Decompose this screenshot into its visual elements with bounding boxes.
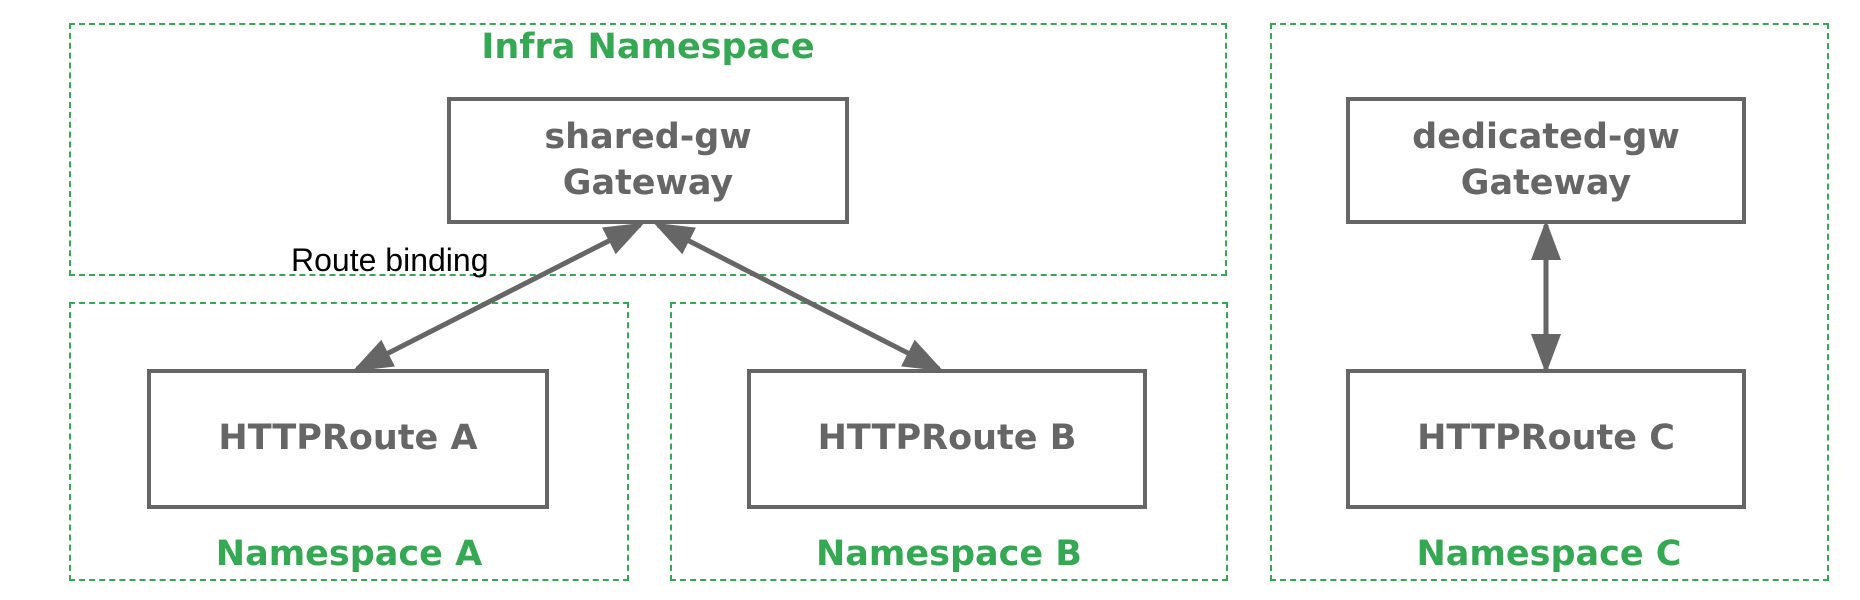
namespace-b-label: Namespace B [816,534,1082,574]
route-binding-label: Route binding [291,242,489,278]
httproute-b-name: HTTPRoute B [817,418,1077,459]
shared-gw-gateway-node: shared-gw Gateway [447,97,849,224]
namespace-c-box [1270,23,1829,581]
dedicated-gw-kind: Gateway [1460,162,1632,203]
httproute-c-name: HTTPRoute C [1417,418,1675,459]
namespace-a-label: Namespace A [215,534,483,574]
infra-namespace-label: Infra Namespace [481,27,815,67]
namespace-b-box [670,302,1228,581]
dedicated-gw-name: dedicated-gw [1412,117,1680,157]
namespace-a-box [69,302,629,581]
shared-gw-name: shared-gw [544,117,752,157]
httproute-a-node: HTTPRoute A [147,369,549,509]
httproute-b-node: HTTPRoute B [747,369,1147,509]
infra-namespace-box [69,23,1227,276]
dedicated-gw-gateway-node: dedicated-gw Gateway [1346,97,1746,224]
httproute-c-node: HTTPRoute C [1346,369,1746,509]
httproute-a-name: HTTPRoute A [218,418,478,459]
shared-gw-kind: Gateway [562,162,734,203]
edge-shared-gw-to-route-a [352,222,645,372]
edge-shared-gw-to-route-b [653,222,944,372]
namespace-c-label: Namespace C [1416,534,1682,574]
